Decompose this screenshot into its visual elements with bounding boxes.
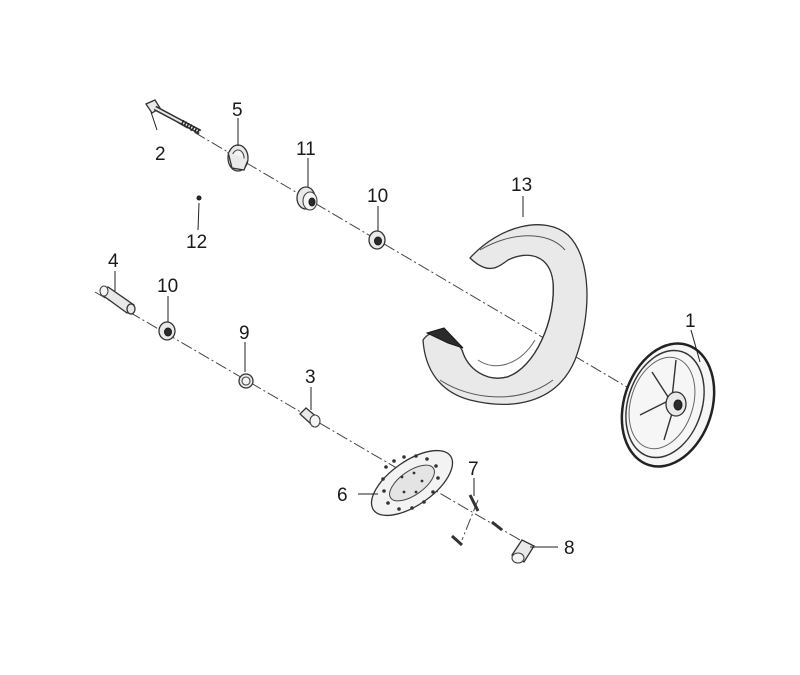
callout-7: 7 — [468, 459, 479, 480]
callout-6: 6 — [337, 485, 348, 506]
speedometer-gear — [511, 539, 535, 564]
upper-axle-line — [159, 111, 701, 431]
callout-2: 2 — [155, 144, 166, 165]
tire — [422, 224, 588, 405]
leader-lines — [114, 111, 701, 548]
wheel-rim — [620, 342, 716, 468]
brake-disc — [370, 449, 454, 517]
callout-3: 3 — [305, 367, 316, 388]
oil-seal — [238, 373, 254, 389]
callout-8: 8 — [564, 538, 575, 559]
callout-4: 4 — [108, 251, 119, 272]
inner-collar — [299, 407, 321, 428]
axle-collar — [227, 144, 249, 172]
callout-12: 12 — [186, 232, 207, 253]
bearing-lower — [158, 321, 176, 341]
callout-9: 9 — [239, 323, 250, 344]
spacer-bushing — [296, 186, 318, 211]
callout-13: 13 — [511, 175, 532, 196]
callout-labels: 5 2 12 11 10 13 4 10 9 3 6 7 8 1 — [108, 100, 696, 559]
callout-10-upper: 10 — [367, 186, 388, 207]
callout-10-lower: 10 — [157, 276, 178, 297]
disc-bolts — [450, 494, 503, 547]
axle-bolt — [145, 99, 202, 135]
callout-11: 11 — [296, 139, 316, 160]
bearing-upper — [368, 230, 386, 250]
callout-5: 5 — [232, 100, 243, 121]
axle-sleeve — [99, 285, 136, 315]
small-pin — [196, 195, 202, 201]
callout-1: 1 — [685, 311, 696, 332]
